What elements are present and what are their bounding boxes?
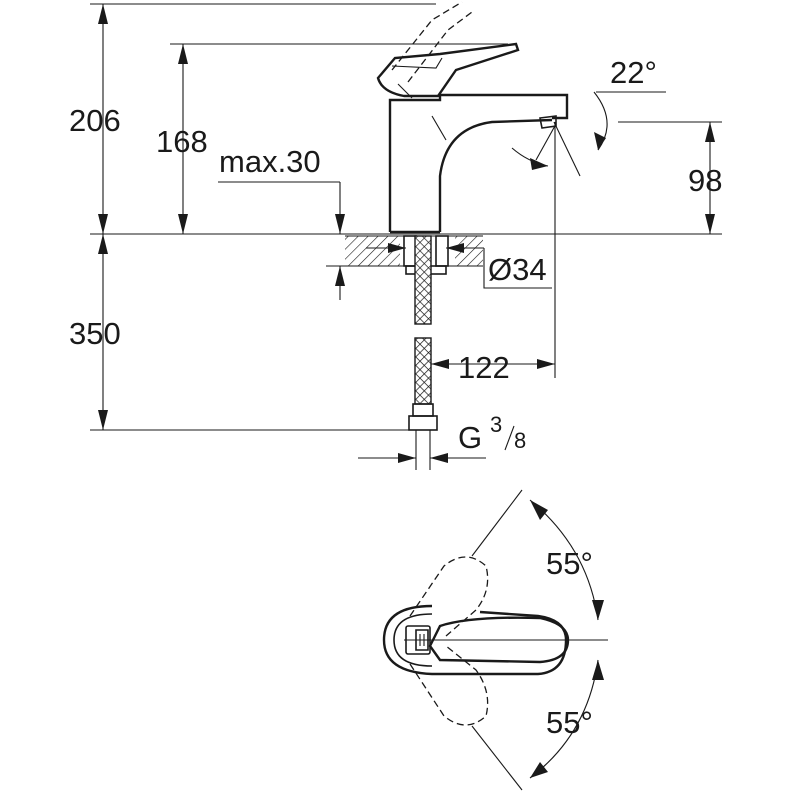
rotation-angle-lines: 55° 55° bbox=[471, 489, 604, 791]
dim-total-height: 206 bbox=[69, 3, 436, 234]
dim-spout-angle-label: 22° bbox=[610, 55, 657, 90]
dim-thread-numerator: 3 bbox=[490, 412, 502, 437]
top-view-lever bbox=[404, 616, 608, 664]
dim-hose-length: 350 bbox=[69, 234, 416, 431]
angle-down-label: 55° bbox=[546, 705, 593, 740]
top-view-lever-down bbox=[409, 645, 489, 726]
dim-outlet-height: 98 bbox=[618, 121, 722, 234]
dim-hole-diameter: Ø34 bbox=[366, 243, 552, 289]
dim-spout-height: 168 bbox=[156, 43, 508, 234]
dim-spout-reach-label: 122 bbox=[458, 350, 510, 385]
top-view-lever-up bbox=[409, 556, 489, 637]
dim-thread: G 3 8 bbox=[358, 412, 526, 463]
dim-thread-denominator: 8 bbox=[514, 428, 526, 453]
lever-handle bbox=[376, 42, 520, 99]
dim-outlet-height-label: 98 bbox=[688, 163, 722, 198]
dim-max-thickness: max.30 bbox=[218, 144, 345, 300]
top-view: 55° 55° bbox=[382, 489, 608, 791]
dim-max-thickness-label: max.30 bbox=[219, 144, 321, 179]
mounting-hardware bbox=[403, 235, 449, 470]
side-view: 206 168 max.30 Ø34 bbox=[69, 1, 722, 470]
dim-hose-length-label: 350 bbox=[69, 316, 121, 351]
dim-thread-prefix: G bbox=[458, 420, 482, 455]
dim-spout-reach: 122 bbox=[431, 122, 556, 385]
dim-hole-diameter-label: Ø34 bbox=[488, 252, 547, 287]
dim-spout-angle: 22° bbox=[511, 55, 666, 177]
lever-handle-open bbox=[391, 1, 473, 83]
dim-spout-height-label: 168 bbox=[156, 124, 208, 159]
angle-up-label: 55° bbox=[546, 546, 593, 581]
dim-total-height-label: 206 bbox=[69, 103, 121, 138]
